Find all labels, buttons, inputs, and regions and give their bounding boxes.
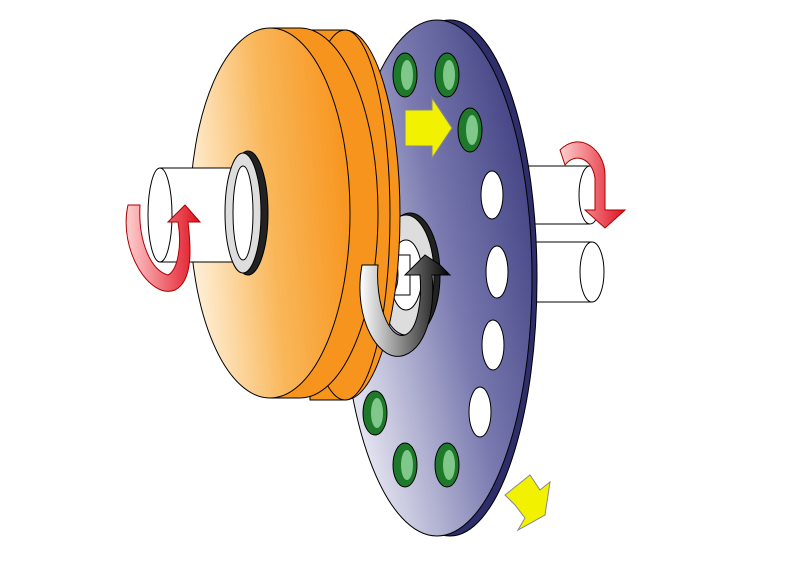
flow-arrow-top-icon xyxy=(404,96,453,160)
rotation-arrow-right-icon xyxy=(559,141,627,229)
rotation-arrow-left-icon xyxy=(125,204,202,292)
flow-arrow-bottom-icon xyxy=(504,474,551,532)
rotation-arrow-center-icon xyxy=(359,254,452,357)
white-holes xyxy=(468,170,509,438)
input-shaft xyxy=(147,150,269,276)
